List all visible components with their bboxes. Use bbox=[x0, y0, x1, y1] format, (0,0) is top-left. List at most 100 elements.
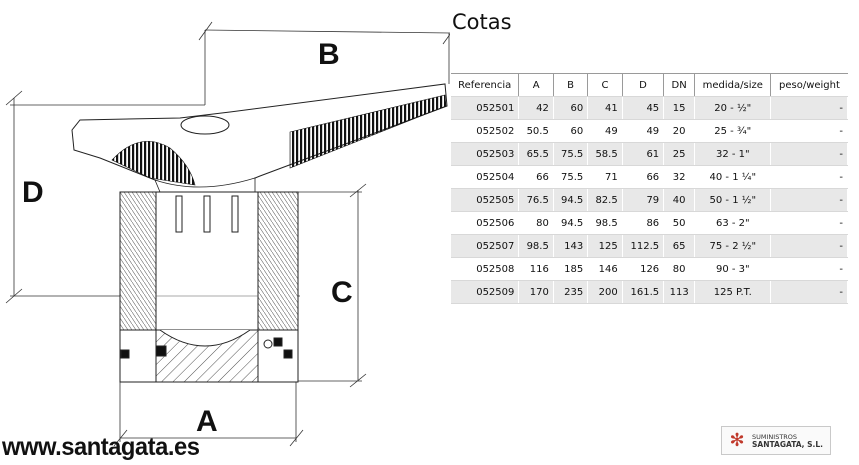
table-cell: 60 bbox=[553, 119, 589, 143]
dimension-label-d: D bbox=[22, 176, 44, 209]
column-header: medida/size bbox=[694, 73, 772, 97]
column-header: C bbox=[587, 73, 623, 97]
table-cell: 65 bbox=[663, 234, 696, 258]
table-row: 052501 42 60 41 45 15 20 - ½" - bbox=[451, 96, 848, 120]
table-cell: 98.5 bbox=[587, 211, 623, 235]
table-cell: - bbox=[770, 234, 848, 258]
table-header-row: Referencia A B C D DN medida/size peso/w… bbox=[451, 73, 848, 97]
table-cell: 58.5 bbox=[587, 142, 623, 166]
table-cell: 32 bbox=[663, 165, 696, 189]
table-cell: 94.5 bbox=[553, 211, 589, 235]
dimension-b bbox=[198, 21, 450, 105]
logo-line-1: SUMINISTROS bbox=[752, 432, 798, 441]
table-cell: 60 bbox=[553, 96, 589, 120]
table-cell: - bbox=[770, 280, 848, 304]
table-cell: 82.5 bbox=[587, 188, 623, 212]
table-cell: 80 bbox=[663, 257, 696, 281]
column-header: D bbox=[622, 73, 665, 97]
dimension-label-a: A bbox=[196, 405, 218, 438]
table-cell: - bbox=[770, 96, 848, 120]
column-header: B bbox=[553, 73, 589, 97]
table-cell: 76.5 bbox=[518, 188, 554, 212]
page-title: Cotas bbox=[452, 10, 512, 34]
table-cell: 25 - ¾" bbox=[694, 119, 772, 143]
table-cell: 75.5 bbox=[553, 165, 589, 189]
table-cell: 42 bbox=[518, 96, 554, 120]
column-header: Referencia bbox=[451, 73, 520, 97]
table-cell: 65.5 bbox=[518, 142, 554, 166]
table-cell: 75 - 2 ½" bbox=[694, 234, 772, 258]
dimension-label-c: C bbox=[331, 276, 353, 309]
table-cell: 052507 bbox=[451, 234, 520, 258]
table-cell: 161.5 bbox=[622, 280, 665, 304]
table-cell: 25 bbox=[663, 142, 696, 166]
table-cell: 66 bbox=[518, 165, 554, 189]
table-cell: 49 bbox=[622, 119, 665, 143]
table-row: 052503 65.5 75.5 58.5 61 25 32 - 1" - bbox=[451, 142, 848, 166]
table-cell: - bbox=[770, 142, 848, 166]
valve-handle bbox=[71, 83, 448, 193]
table-cell: 125 P.T. bbox=[694, 280, 772, 304]
dimension-a bbox=[113, 382, 304, 447]
table-cell: 61 bbox=[622, 142, 665, 166]
table-cell: 49 bbox=[587, 119, 623, 143]
table-cell: - bbox=[770, 257, 848, 281]
table-cell: 71 bbox=[587, 165, 623, 189]
table-cell: 50.5 bbox=[518, 119, 554, 143]
table-cell: 50 - 1 ½" bbox=[694, 188, 772, 212]
table-cell: - bbox=[770, 119, 848, 143]
website-link[interactable]: www.santagata.es bbox=[2, 433, 200, 461]
table-cell: 20 - ½" bbox=[694, 96, 772, 120]
table-cell: 66 bbox=[622, 165, 665, 189]
table-cell: - bbox=[770, 188, 848, 212]
table-row: 052507 98.5 143 125 112.5 65 75 - 2 ½" - bbox=[451, 234, 848, 258]
table-cell: 052504 bbox=[451, 165, 520, 189]
table-row: 052505 76.5 94.5 82.5 79 40 50 - 1 ½" - bbox=[451, 188, 848, 212]
table-cell: 45 bbox=[622, 96, 665, 120]
column-header: A bbox=[518, 73, 554, 97]
table-cell: 63 - 2" bbox=[694, 211, 772, 235]
table-cell: 146 bbox=[587, 257, 623, 281]
table-cell: 20 bbox=[663, 119, 696, 143]
table-cell: - bbox=[770, 211, 848, 235]
table-cell: 143 bbox=[553, 234, 589, 258]
table-cell: 185 bbox=[553, 257, 589, 281]
table-cell: 113 bbox=[663, 280, 696, 304]
table-cell: 80 bbox=[518, 211, 554, 235]
table-row: 052502 50.5 60 49 49 20 25 - ¾" - bbox=[451, 119, 848, 143]
dimension-label-b: B bbox=[318, 38, 340, 71]
valve-technical-drawing bbox=[5, 21, 450, 447]
table-cell: 90 - 3" bbox=[694, 257, 772, 281]
table-cell: 112.5 bbox=[622, 234, 665, 258]
table-cell: 86 bbox=[622, 211, 665, 235]
table-row: 052508 116 185 146 126 80 90 - 3" - bbox=[451, 257, 848, 281]
table-cell: 052502 bbox=[451, 119, 520, 143]
table-cell: 052505 bbox=[451, 188, 520, 212]
table-cell: 052503 bbox=[451, 142, 520, 166]
table-row: 052506 80 94.5 98.5 86 50 63 - 2" - bbox=[451, 211, 848, 235]
table-cell: 41 bbox=[587, 96, 623, 120]
column-header: peso/weight bbox=[770, 73, 848, 97]
table-cell: 235 bbox=[553, 280, 589, 304]
table-cell: 98.5 bbox=[518, 234, 554, 258]
snowflake-icon: ✻ bbox=[729, 429, 745, 451]
table-row: 052504 66 75.5 71 66 32 40 - 1 ¼" - bbox=[451, 165, 848, 189]
table-cell: 052506 bbox=[451, 211, 520, 235]
table-cell: 94.5 bbox=[553, 188, 589, 212]
table-cell: 052501 bbox=[451, 96, 520, 120]
table-cell: 79 bbox=[622, 188, 665, 212]
table-cell: 126 bbox=[622, 257, 665, 281]
table-cell: 052508 bbox=[451, 257, 520, 281]
table-cell: 75.5 bbox=[553, 142, 589, 166]
table-cell: - bbox=[770, 165, 848, 189]
company-logo: ✻ SUMINISTROS SANTAGATA, S.L. bbox=[721, 426, 831, 455]
table-cell: 116 bbox=[518, 257, 554, 281]
valve-section bbox=[119, 329, 299, 383]
table-cell: 200 bbox=[587, 280, 623, 304]
column-header: DN bbox=[663, 73, 696, 97]
table-row: 052509 170 235 200 161.5 113 125 P.T. - bbox=[451, 280, 848, 304]
table-cell: 32 - 1" bbox=[694, 142, 772, 166]
table-cell: 50 bbox=[663, 211, 696, 235]
table-cell: 15 bbox=[663, 96, 696, 120]
table-cell: 40 bbox=[663, 188, 696, 212]
